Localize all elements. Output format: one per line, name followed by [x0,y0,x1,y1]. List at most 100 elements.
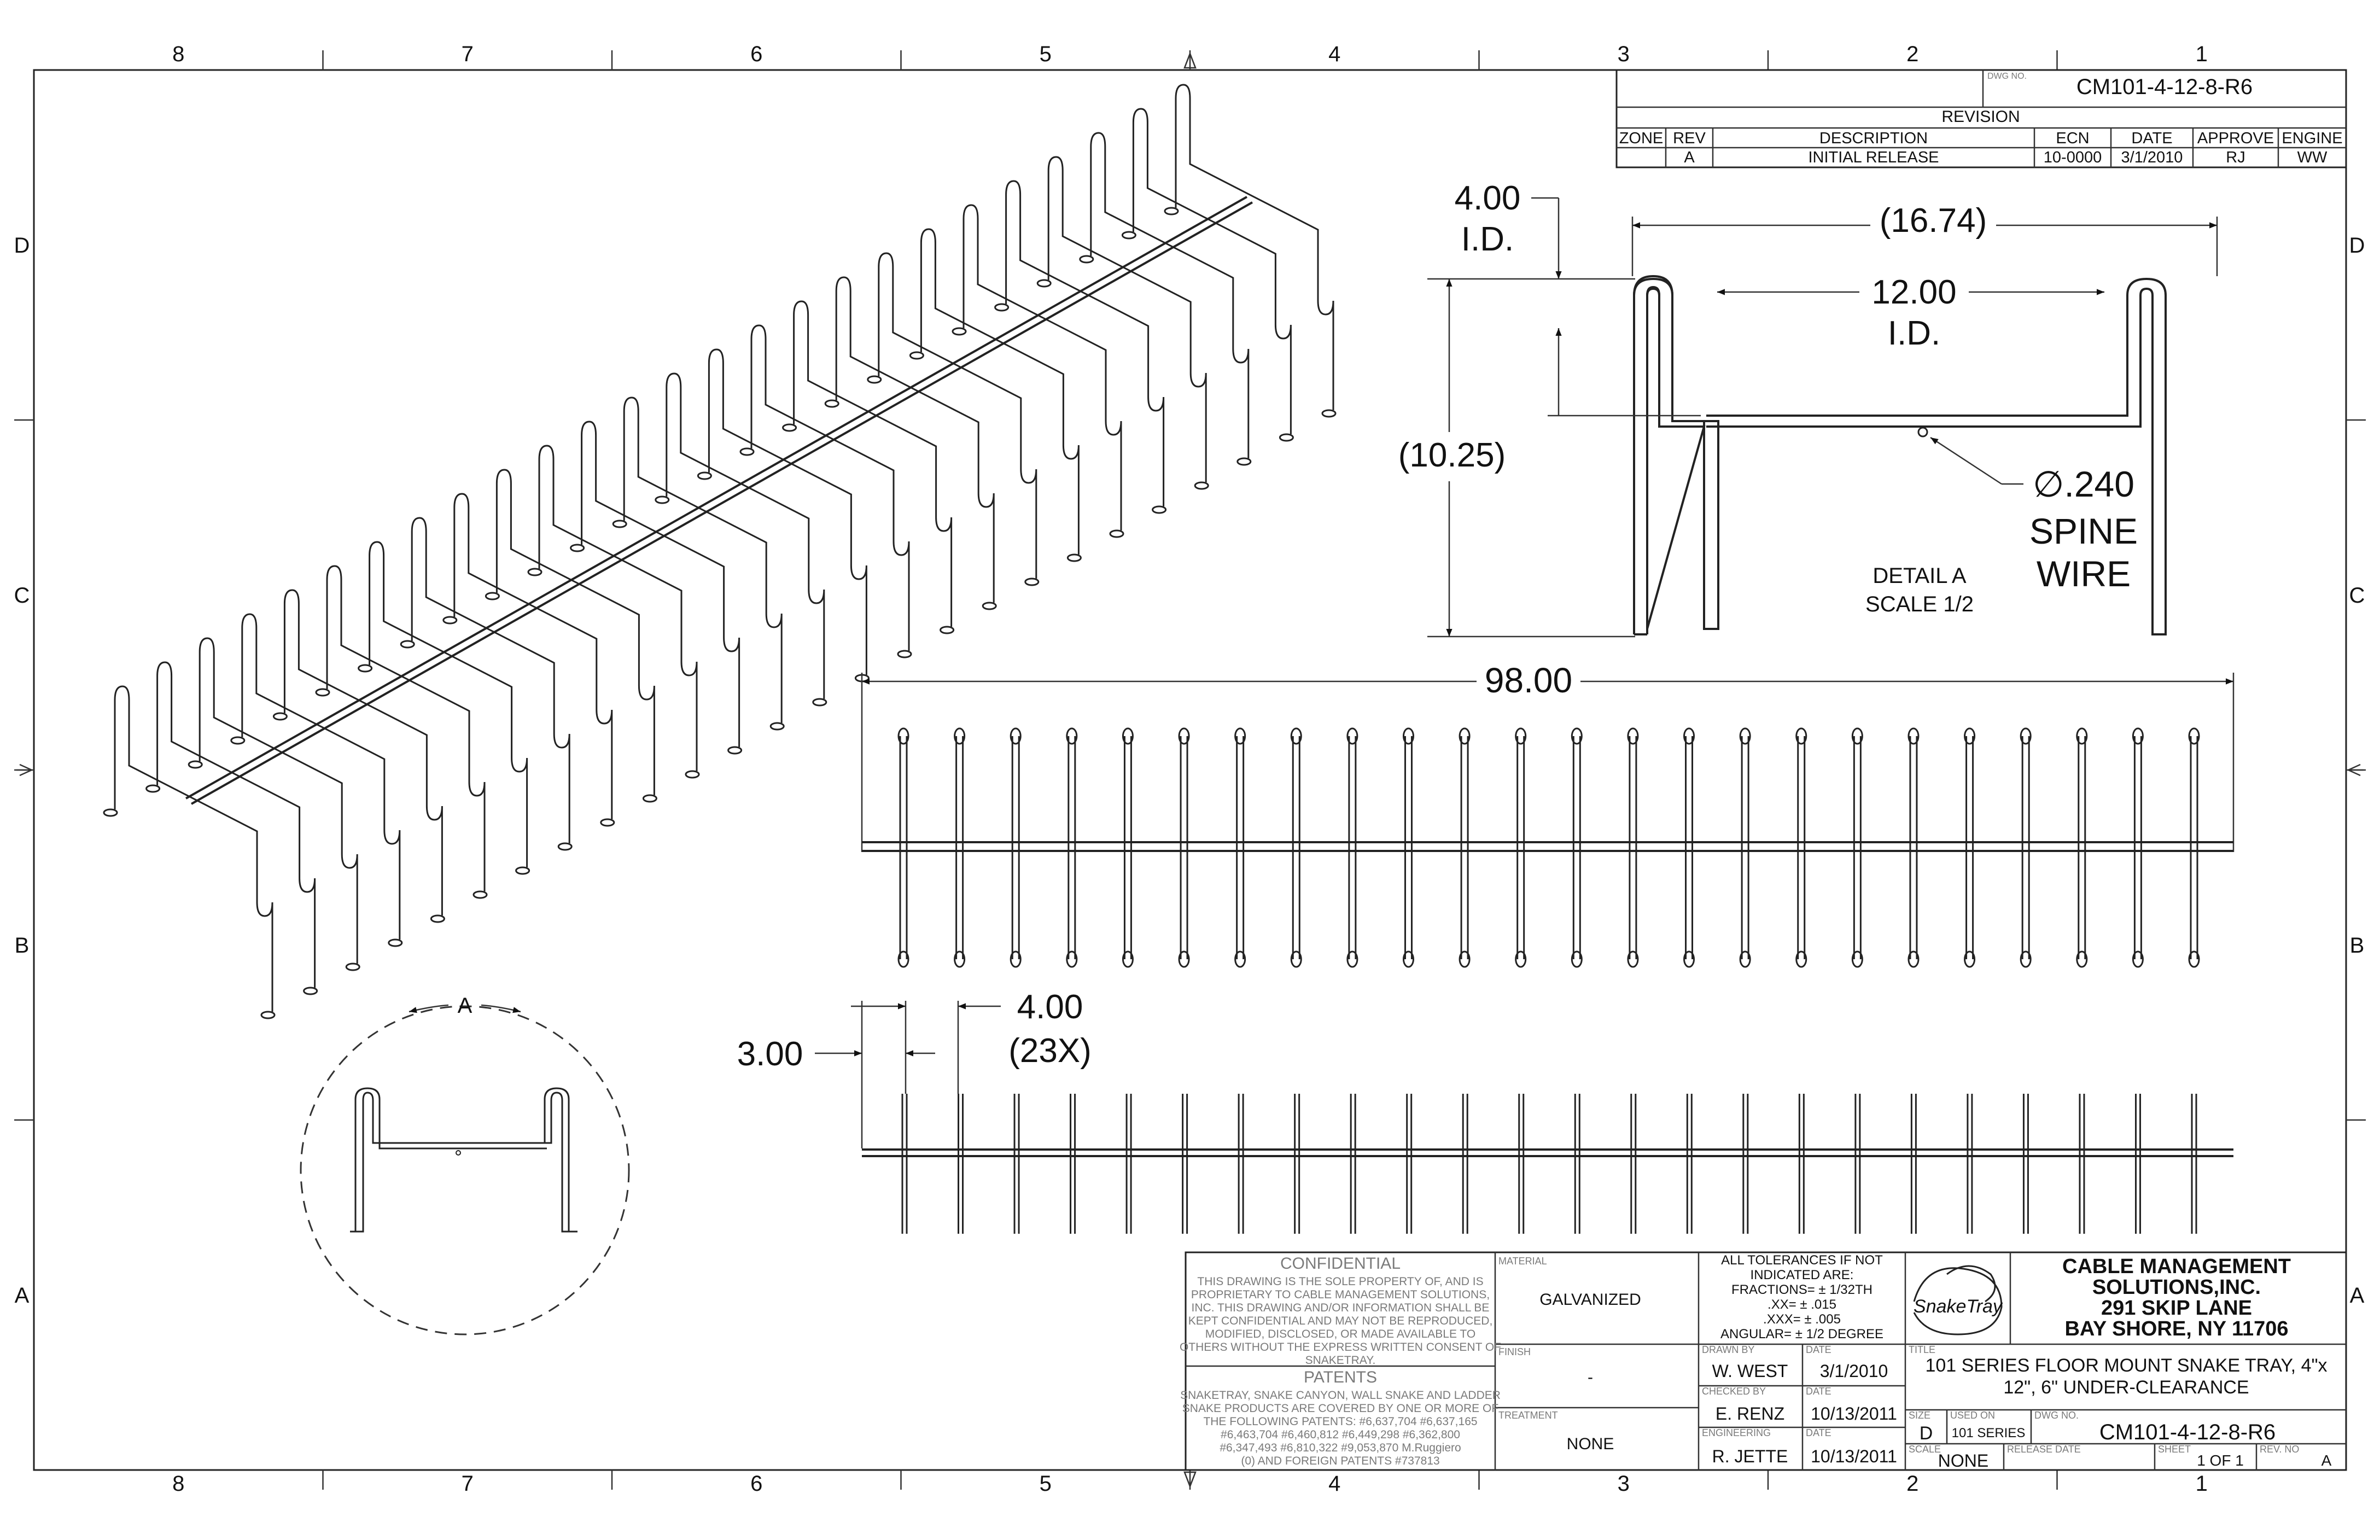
iso-foot [230,736,246,745]
company-line: 291 SKIP LANE [2101,1297,2252,1320]
plan-wire-end [954,727,966,745]
rev-header-cell: DESCRIPTION [1819,130,1928,147]
zone-column-label: 5 [1040,42,1052,66]
plan-wire-end [1290,727,1302,745]
plan-wire-end [1066,727,1078,745]
zone-row-label: A [2350,1284,2365,1308]
side-wire [1294,1094,1300,1234]
iso-foot [515,866,530,875]
company-line: CABLE MANAGEMENT [2062,1255,2291,1278]
plan-wire-end [2132,727,2144,745]
rev-row-cell: WW [2297,149,2328,166]
iso-foot [272,712,288,721]
zone-column-label: 4 [1328,1472,1340,1496]
rev-no-value: A [2321,1452,2332,1469]
iso-wire [199,637,358,964]
confidential-title: CONFIDENTIAL [1280,1255,1401,1273]
side-wire [1967,1094,1973,1234]
engineering-by: R. JETTE [1712,1446,1788,1466]
plan-wire [1797,736,1806,959]
detail-label: DETAIL A [1872,564,1966,588]
iso-foot [769,722,785,731]
plan-wire-end [897,950,909,968]
iso-foot [358,664,373,673]
iso-wire [326,565,486,891]
dim-wire-spacing-count: (23X) [1008,1032,1092,1070]
iso-foot [739,447,755,456]
plan-wire-end [1178,727,1190,745]
plan-wire-end [1290,950,1302,968]
iso-spine [185,196,1247,800]
plan-wire [1853,736,1862,959]
plan-wire-end [1459,727,1471,745]
plan-wire [1123,736,1132,959]
iso-foot [1164,207,1179,215]
side-wire [1742,1094,1749,1234]
iso-foot [485,592,500,600]
plan-wire-end [1571,727,1583,745]
iso-foot [727,746,743,755]
plan-wire-end [1683,727,1695,745]
treatment-value: NONE [1567,1435,1614,1453]
iso-wire [156,661,316,988]
iso-foot [1024,578,1040,586]
zone-row-label: A [15,1284,30,1308]
iso-foot [1121,231,1136,240]
side-wire [1070,1094,1076,1234]
rev-header-cell: ENGINE [2282,130,2342,147]
plan-wire-end [1795,950,1807,968]
zone-column-label: 6 [750,1472,762,1496]
side-wire [1350,1094,1356,1234]
plan-wire-end [1122,727,1134,745]
iso-foot [103,808,118,817]
spine-wire-label-1: SPINE [2029,511,2138,551]
zone-column-label: 8 [172,1472,184,1496]
engineering-label: ENGINEERING [1702,1427,1771,1438]
iso-foot [388,938,403,947]
title-label: TITLE [1909,1344,1935,1355]
checked-by-label: CHECKED BY [1702,1386,1766,1397]
iso-foot [909,351,924,360]
plan-wire-end [1515,727,1527,745]
plan-wire-end [1627,950,1639,968]
iso-foot [315,688,330,697]
side-wire [2079,1094,2085,1234]
iso-wire [623,396,783,723]
company-line: SOLUTIONS,INC. [2092,1276,2261,1299]
side-wire [1798,1094,1805,1234]
plan-wire-end [954,950,966,968]
rev-title: REVISION [1941,108,2020,126]
drawn-by: W. WEST [1712,1361,1788,1381]
plan-wire [1292,736,1300,959]
confidential-text: THIS DRAWING IS THE SOLE PROPERTY OF, AN… [1180,1275,1501,1367]
engineering-date: 10/13/2011 [1811,1446,1897,1466]
plan-wire-end [1851,727,1863,745]
iso-foot [897,650,912,658]
zone-row-label: B [15,934,30,958]
side-wire [1518,1094,1525,1234]
iso-wire [241,613,401,940]
iso-foot [430,914,445,923]
iso-wire [878,252,1037,579]
plan-wire [1404,736,1413,959]
rev-dwg-no-label: DWG NO. [1987,72,2027,81]
plan-wire-end [1010,727,1022,745]
side-wire [1462,1094,1468,1234]
plan-wire-end [1459,950,1471,968]
dim-overall-width: (16.74) [1880,202,1987,240]
plan-wire [1516,736,1525,959]
plan-wire-end [1402,727,1414,745]
checked-date-label: DATE [1806,1386,1831,1397]
finish-value: - [1588,1368,1593,1386]
zone-column-label: 5 [1040,1472,1052,1496]
detail-scale: SCALE 1/2 [1865,592,1974,616]
patents-text: SNAKETRAY, SNAKE CANYON, WALL SNAKE AND … [1180,1389,1501,1467]
tolerance-line: INDICATED ARE: [1751,1268,1854,1282]
rev-dwg-no: CM101-4-12-8-R6 [2076,75,2253,99]
drawn-by-label: DRAWN BY [1702,1344,1754,1355]
plan-wire-end [1402,950,1414,968]
iso-wire [411,517,570,843]
plan-wire-end [1908,950,1920,968]
side-wire [1182,1094,1188,1234]
